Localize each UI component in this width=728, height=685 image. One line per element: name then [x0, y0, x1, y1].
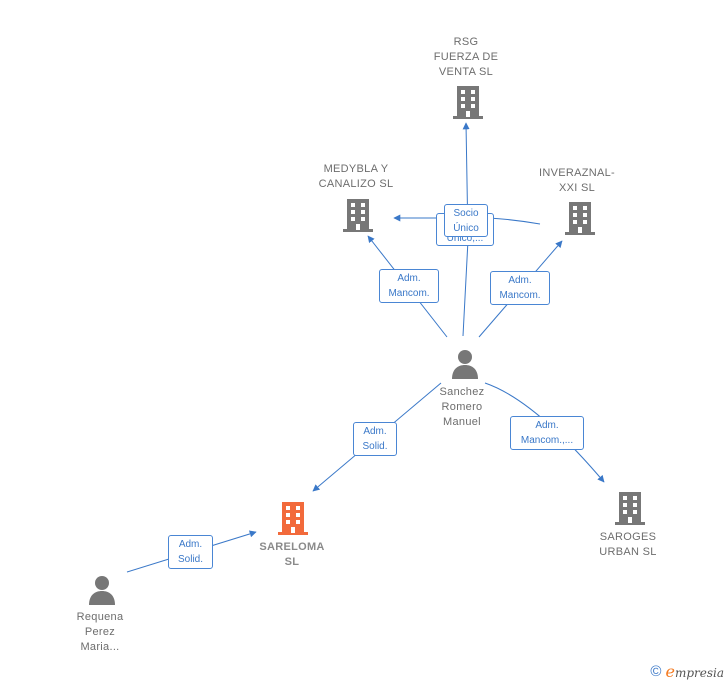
edge-label-socio[interactable]: Socio Único [444, 204, 488, 237]
node-label-inveraznal[interactable]: INVERAZNAL- XXI SL [538, 167, 616, 194]
building-icon[interactable] [277, 500, 309, 541]
node-label-requena[interactable]: Requena Perez Maria... [76, 611, 124, 653]
node-label-medybla[interactable]: MEDYBLA Y CANALIZO SL [318, 163, 394, 190]
building-icon[interactable] [342, 197, 374, 238]
edge-label-sareloma[interactable]: Adm. Solid. [353, 422, 397, 456]
edge-label-medybla[interactable]: Adm. Mancom. [379, 269, 439, 303]
node-label-saroges[interactable]: SAROGES URBAN SL [599, 531, 657, 558]
edge-label-requena[interactable]: Adm. Solid. [168, 535, 213, 569]
node-label-rsg[interactable]: RSG FUERZA DE VENTA SL [433, 36, 499, 78]
footer-brand: © empresia [650, 662, 724, 681]
person-icon[interactable] [87, 574, 117, 611]
node-label-sanchez[interactable]: Sanchez Romero Manuel [439, 386, 485, 428]
building-icon[interactable] [564, 200, 596, 241]
node-label-sareloma[interactable]: SARELOMA SL [259, 541, 325, 568]
building-icon[interactable] [452, 84, 484, 125]
copyright-icon: © [650, 663, 662, 680]
building-icon[interactable] [614, 490, 646, 531]
person-icon[interactable] [450, 348, 480, 385]
edge-label-inveraznal[interactable]: Adm. Mancom. [490, 271, 550, 305]
brand-logo[interactable]: empresia [665, 662, 724, 681]
edge-label-saroges[interactable]: Adm. Mancom.,... [510, 416, 584, 450]
